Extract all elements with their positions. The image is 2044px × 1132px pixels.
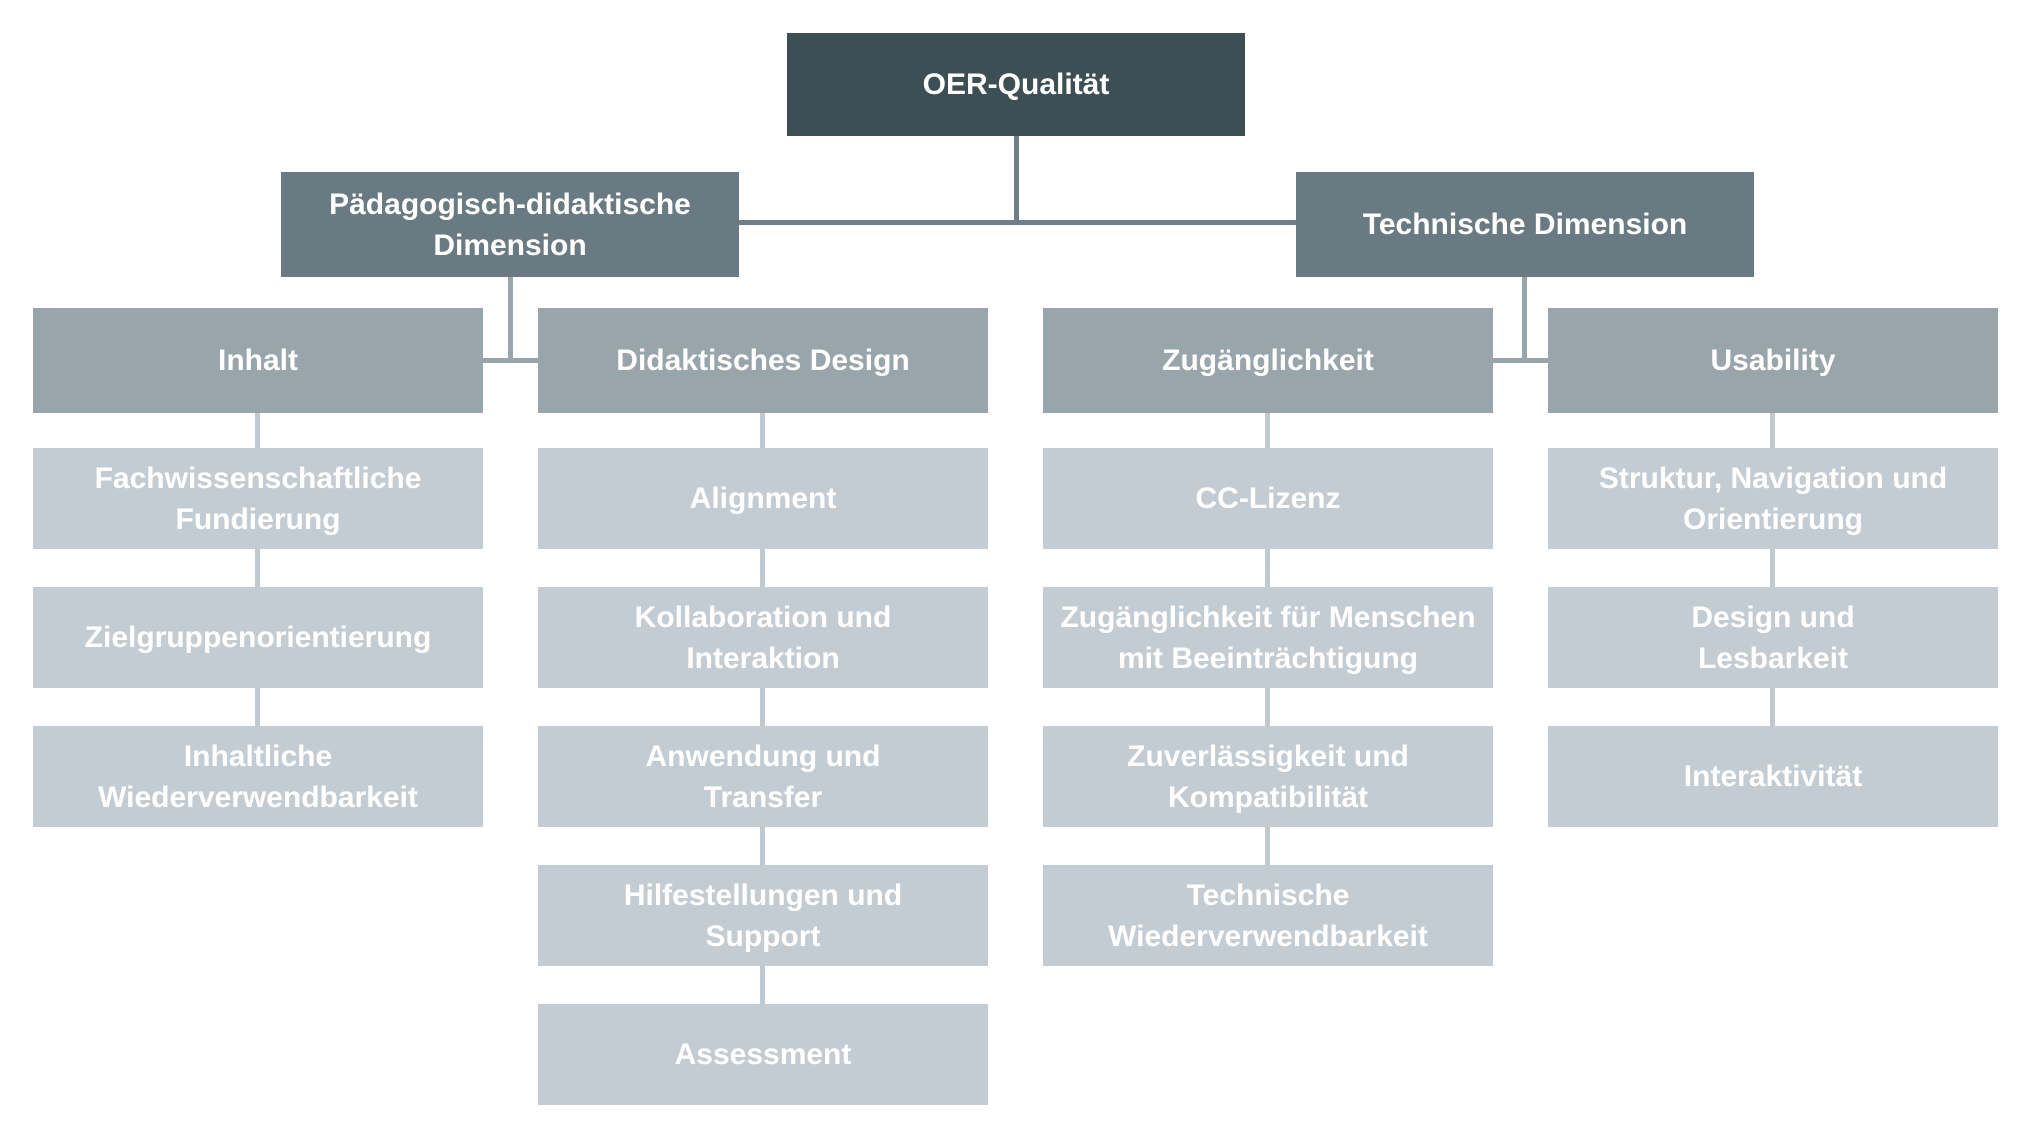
connector-paedagogisch-bar bbox=[483, 358, 538, 363]
connector-col3-stub bbox=[1265, 549, 1270, 587]
node-technische-wiederverwendbarkeit: Technische Wiederverwendbarkeit bbox=[1043, 865, 1493, 966]
connector-col1-stub bbox=[255, 413, 260, 448]
node-hilfestellungen-und-support: Hilfestellungen und Support bbox=[538, 865, 988, 966]
connector-col4-stub bbox=[1770, 413, 1775, 448]
connector-col1-stub bbox=[255, 549, 260, 587]
connector-paedagogisch-drop bbox=[508, 277, 513, 360]
node-anwendung-und-transfer: Anwendung und Transfer bbox=[538, 726, 988, 827]
node-oer-qualitaet: OER-Qualität bbox=[787, 33, 1245, 136]
node-alignment: Alignment bbox=[538, 448, 988, 549]
node-usability: Usability bbox=[1548, 308, 1998, 413]
connector-col2-stub bbox=[760, 413, 765, 448]
node-fachwissenschaftliche-fundierung: Fachwissenschaftliche Fundierung bbox=[33, 448, 483, 549]
connector-col2-stub bbox=[760, 966, 765, 1004]
connector-col4-stub bbox=[1770, 688, 1775, 726]
node-cc-lizenz: CC-Lizenz bbox=[1043, 448, 1493, 549]
connector-col2-stub bbox=[760, 688, 765, 726]
node-zielgruppenorientierung: Zielgruppenorientierung bbox=[33, 587, 483, 688]
node-inhalt: Inhalt bbox=[33, 308, 483, 413]
connector-col3-stub bbox=[1265, 827, 1270, 865]
node-assessment: Assessment bbox=[538, 1004, 988, 1105]
connector-col3-stub bbox=[1265, 688, 1270, 726]
node-didaktisches-design: Didaktisches Design bbox=[538, 308, 988, 413]
connector-col2-stub bbox=[760, 549, 765, 587]
node-zugaenglichkeit: Zugänglichkeit bbox=[1043, 308, 1493, 413]
node-paedagogisch-didaktische-dimension: Pädagogisch-didaktische Dimension bbox=[281, 172, 739, 277]
connector-root-bar bbox=[739, 220, 1296, 225]
node-inhaltliche-wiederverwendbarkeit: Inhaltliche Wiederverwendbarkeit bbox=[33, 726, 483, 827]
connector-col1-stub bbox=[255, 688, 260, 726]
node-interaktivitaet: Interaktivität bbox=[1548, 726, 1998, 827]
node-technische-dimension: Technische Dimension bbox=[1296, 172, 1754, 277]
node-kollaboration-und-interaktion: Kollaboration und Interaktion bbox=[538, 587, 988, 688]
node-zuverlaessigkeit-und-kompatibilitaet: Zuverlässigkeit und Kompatibilität bbox=[1043, 726, 1493, 827]
connector-col3-stub bbox=[1265, 413, 1270, 448]
connector-technisch-bar bbox=[1493, 358, 1548, 363]
node-struktur-navigation-und-orientierung: Struktur, Navigation und Orientierung bbox=[1548, 448, 1998, 549]
connector-root-drop bbox=[1014, 136, 1019, 222]
connector-col2-stub bbox=[760, 827, 765, 865]
connector-col4-stub bbox=[1770, 549, 1775, 587]
connector-technisch-drop bbox=[1522, 277, 1527, 360]
node-design-und-lesbarkeit: Design und Lesbarkeit bbox=[1548, 587, 1998, 688]
node-zugaenglichkeit-fuer-menschen-mit-beeintraechtigung: Zugänglichkeit für Menschen mit Beeinträ… bbox=[1043, 587, 1493, 688]
